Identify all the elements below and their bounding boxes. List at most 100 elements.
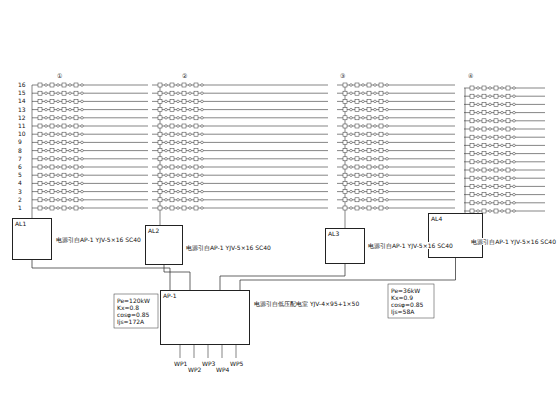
- device-symbol: [158, 108, 162, 112]
- meter-symbol: [374, 117, 377, 120]
- wire: [337, 191, 455, 192]
- wire: [152, 150, 328, 151]
- meter-symbol: [386, 207, 389, 210]
- meter-symbol: [350, 199, 353, 202]
- device-symbol: [170, 91, 174, 95]
- device-symbol: [379, 206, 383, 210]
- meter-symbol: [374, 182, 377, 185]
- device-symbol: [38, 91, 42, 95]
- feeder-note: 电源引自AP-1 YJV-5×16 SC40: [368, 242, 453, 249]
- device-symbol: [470, 119, 474, 123]
- wire: [32, 142, 148, 143]
- wire: [32, 85, 148, 86]
- device-symbol: [182, 108, 186, 112]
- wire: [152, 183, 328, 184]
- meter-symbol: [81, 84, 84, 87]
- meter-symbol: [45, 100, 48, 103]
- meter-symbol: [374, 158, 377, 161]
- device-symbol: [170, 108, 174, 112]
- meter-symbol: [362, 190, 365, 193]
- device-symbol: [74, 198, 78, 202]
- meter-symbol: [513, 177, 516, 180]
- meter-symbol: [45, 166, 48, 169]
- device-symbol: [379, 157, 383, 161]
- table-cell: Ijs=58A: [391, 308, 414, 315]
- table-cell: Pe=36kW: [391, 287, 420, 294]
- meter-symbol: [501, 177, 504, 180]
- device-symbol: [170, 132, 174, 136]
- feeder-note: 电源引自AP-1 YJV-5×16 SC40: [471, 238, 556, 245]
- meter-symbol: [386, 199, 389, 202]
- device-symbol: [194, 165, 198, 169]
- meter-symbol: [477, 152, 480, 155]
- device-symbol: [194, 149, 198, 153]
- axis-number: ①: [57, 72, 62, 79]
- wire: [337, 117, 455, 118]
- device-symbol: [470, 143, 474, 147]
- meter-symbol: [489, 169, 492, 172]
- device-symbol: [38, 140, 42, 144]
- device-symbol: [62, 140, 66, 144]
- meter-symbol: [57, 125, 60, 128]
- device-symbol: [506, 201, 510, 205]
- meter-symbol: [165, 166, 168, 169]
- circuit-number: WP3: [202, 360, 215, 367]
- meter-symbol: [501, 103, 504, 106]
- device-symbol: [182, 190, 186, 194]
- meter-symbol: [201, 117, 204, 120]
- meter-symbol: [477, 193, 480, 196]
- meter-symbol: [477, 136, 480, 139]
- wire: [32, 150, 148, 151]
- meter-symbol: [362, 100, 365, 103]
- device-symbol: [379, 190, 383, 194]
- meter-symbol: [374, 92, 377, 95]
- table-cell: Pe=120kW: [117, 297, 150, 304]
- device-symbol: [379, 181, 383, 185]
- device-symbol: [194, 198, 198, 202]
- device-symbol: [158, 132, 162, 136]
- meter-symbol: [362, 84, 365, 87]
- wire: [337, 208, 455, 209]
- meter-symbol: [45, 174, 48, 177]
- device-symbol: [158, 181, 162, 185]
- wire: [32, 134, 148, 135]
- device-symbol: [343, 165, 347, 169]
- device-symbol: [367, 83, 371, 87]
- meter-symbol: [57, 207, 60, 210]
- floor-number: 8: [18, 147, 22, 154]
- meter-symbol: [69, 108, 72, 111]
- meter-symbol: [45, 84, 48, 87]
- meter-symbol: [81, 174, 84, 177]
- meter-symbol: [69, 125, 72, 128]
- device-symbol: [50, 108, 54, 112]
- box-label: AL4: [429, 214, 482, 223]
- meter-symbol: [201, 125, 204, 128]
- device-symbol: [494, 135, 498, 139]
- device-symbol: [170, 116, 174, 120]
- device-symbol: [194, 91, 198, 95]
- device-symbol: [74, 181, 78, 185]
- device-symbol: [158, 157, 162, 161]
- meter-symbol: [81, 141, 84, 144]
- device-symbol: [38, 198, 42, 202]
- meter-symbol: [69, 166, 72, 169]
- meter-symbol: [69, 149, 72, 152]
- meter-symbol: [350, 117, 353, 120]
- meter-symbol: [165, 125, 168, 128]
- meter-symbol: [177, 158, 180, 161]
- wire: [236, 345, 237, 358]
- device-symbol: [182, 165, 186, 169]
- device-symbol: [482, 184, 486, 188]
- meter-symbol: [57, 199, 60, 202]
- meter-symbol: [374, 149, 377, 152]
- meter-symbol: [350, 174, 353, 177]
- meter-symbol: [201, 108, 204, 111]
- device-symbol: [379, 124, 383, 128]
- wire: [152, 93, 328, 94]
- meter-symbol: [81, 92, 84, 95]
- meter-symbol: [513, 87, 516, 90]
- meter-symbol: [201, 199, 204, 202]
- meter-symbol: [501, 161, 504, 164]
- meter-symbol: [201, 190, 204, 193]
- floor-number: 14: [18, 97, 26, 104]
